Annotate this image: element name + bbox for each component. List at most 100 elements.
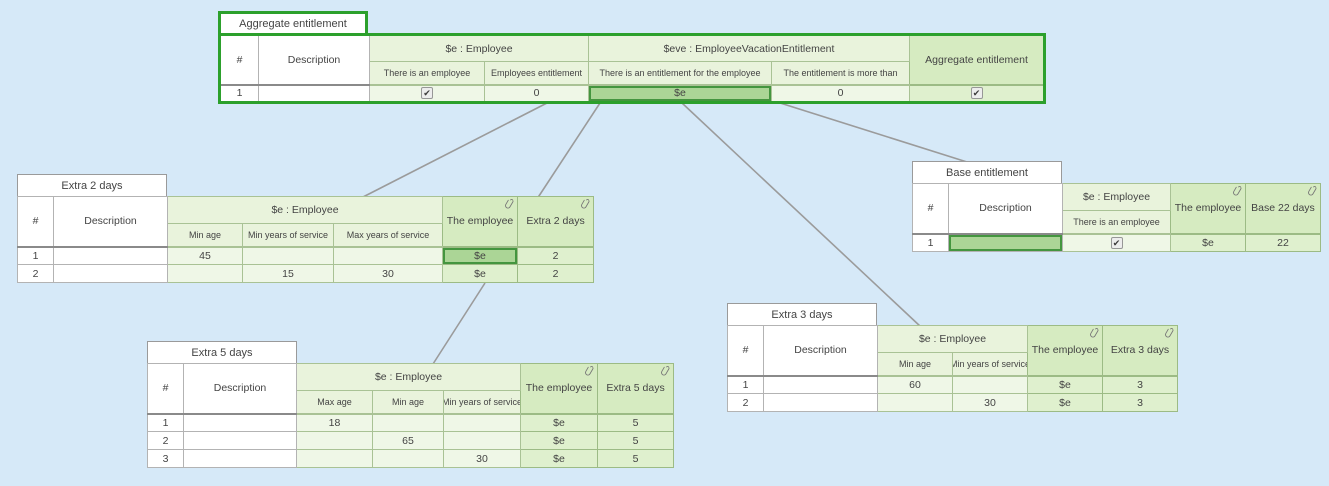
description-header[interactable]: Description <box>258 34 370 85</box>
paperclip-icon[interactable] <box>1164 328 1174 338</box>
value-cell[interactable]: 30 <box>442 449 522 468</box>
link-column-header[interactable]: Extra 3 days <box>1102 325 1178 376</box>
description-header[interactable]: Description <box>763 325 878 376</box>
value-cell[interactable]: ✔ <box>909 83 1046 103</box>
condition-header[interactable]: Min age <box>167 223 243 247</box>
table-tab[interactable]: Aggregate entitlement <box>218 11 368 33</box>
condition-header[interactable]: Min age <box>372 390 444 414</box>
value-cell[interactable]: $e <box>520 412 599 432</box>
link-column-header[interactable]: The employee <box>1027 325 1103 376</box>
description-cell[interactable] <box>183 431 297 450</box>
value-cell[interactable]: $e <box>1170 232 1246 252</box>
value-cell[interactable]: $e <box>1027 393 1103 412</box>
condition-header[interactable]: Min age <box>877 352 953 376</box>
description-cell[interactable] <box>53 245 168 265</box>
description-header[interactable]: Description <box>948 183 1063 234</box>
description-cell[interactable] <box>258 83 370 103</box>
paperclip-icon[interactable] <box>1232 186 1242 196</box>
value-cell[interactable]: 2 <box>517 264 595 283</box>
condition-header[interactable]: Max years of service <box>332 223 444 247</box>
table-tab[interactable]: Extra 3 days <box>727 303 877 325</box>
condition-header[interactable]: Max age <box>296 390 373 414</box>
value-cell[interactable] <box>442 431 522 450</box>
group-header[interactable]: $eve : EmployeeVacationEntitlement <box>587 34 911 62</box>
value-cell[interactable]: ✔ <box>1062 232 1171 252</box>
paperclip-icon[interactable] <box>504 199 514 209</box>
condition-header[interactable]: There is an employee <box>369 61 485 85</box>
value-cell[interactable] <box>167 264 243 283</box>
checkbox[interactable]: ✔ <box>1110 236 1123 249</box>
group-header[interactable]: $e : Employee <box>295 363 522 391</box>
link-column-header[interactable]: The employee <box>520 363 599 414</box>
row-number-header[interactable]: # <box>219 34 259 85</box>
paperclip-icon[interactable] <box>584 366 594 376</box>
value-cell[interactable]: 5 <box>597 431 675 450</box>
description-header[interactable]: Description <box>183 363 297 414</box>
group-header[interactable]: $e : Employee <box>877 325 1028 353</box>
value-cell[interactable]: 5 <box>597 449 675 468</box>
condition-header[interactable]: Min years of service <box>242 223 334 247</box>
table-tab[interactable]: Extra 2 days <box>17 174 167 196</box>
description-cell[interactable] <box>53 264 168 283</box>
link-column-header[interactable]: The employee <box>442 196 519 247</box>
condition-header[interactable]: There is an entitlement for the employee <box>588 61 772 85</box>
condition-header[interactable]: Min years of service <box>952 352 1028 376</box>
value-cell[interactable]: $e <box>520 431 599 450</box>
value-cell[interactable]: 15 <box>242 264 334 283</box>
value-cell[interactable] <box>332 245 444 265</box>
paperclip-icon[interactable] <box>1089 328 1099 338</box>
value-cell[interactable] <box>372 449 444 468</box>
link-column-header[interactable]: The employee <box>1170 183 1246 234</box>
table-tab[interactable]: Base entitlement <box>912 161 1062 183</box>
group-header[interactable]: $e : Employee <box>166 196 444 224</box>
value-cell[interactable]: 60 <box>877 374 953 394</box>
value-cell[interactable]: $e <box>442 264 519 283</box>
value-cell[interactable]: $e <box>520 449 599 468</box>
value-cell[interactable] <box>442 412 522 432</box>
link-column-header[interactable]: Base 22 days <box>1245 183 1321 234</box>
value-cell[interactable]: 18 <box>296 412 373 432</box>
value-cell[interactable] <box>877 393 953 412</box>
description-cell[interactable] <box>763 374 878 394</box>
value-cell[interactable]: 65 <box>372 431 444 450</box>
value-cell[interactable] <box>296 449 373 468</box>
value-cell[interactable] <box>296 431 373 450</box>
checkbox[interactable]: ✔ <box>421 87 433 100</box>
row-number-header[interactable]: # <box>912 183 949 234</box>
link-column-header[interactable]: Aggregate entitlement <box>909 34 1046 85</box>
link-column-header[interactable]: Extra 5 days <box>597 363 675 414</box>
paperclip-icon[interactable] <box>660 366 670 376</box>
value-cell[interactable] <box>952 374 1028 394</box>
value-cell[interactable]: 45 <box>167 245 243 265</box>
value-cell[interactable]: 30 <box>952 393 1028 412</box>
description-cell[interactable] <box>948 232 1063 252</box>
value-cell[interactable] <box>372 412 444 432</box>
checkbox[interactable]: ✔ <box>970 87 983 100</box>
description-cell[interactable] <box>763 393 878 412</box>
value-cell[interactable]: $e <box>588 83 772 103</box>
condition-header[interactable]: There is an employee <box>1062 210 1171 234</box>
value-cell[interactable]: $e <box>442 245 519 265</box>
condition-header[interactable]: Employees entitlement <box>484 61 589 85</box>
value-cell[interactable]: 0 <box>770 83 911 103</box>
value-cell[interactable]: 0 <box>484 83 589 103</box>
value-cell[interactable]: 22 <box>1245 232 1321 252</box>
description-cell[interactable] <box>183 412 297 432</box>
paperclip-icon[interactable] <box>1307 186 1317 196</box>
value-cell[interactable]: 2 <box>517 245 595 265</box>
row-number-header[interactable]: # <box>17 196 54 247</box>
value-cell[interactable]: 3 <box>1102 393 1178 412</box>
value-cell[interactable]: $e <box>1027 374 1103 394</box>
description-header[interactable]: Description <box>53 196 168 247</box>
group-header[interactable]: $e : Employee <box>1062 183 1171 211</box>
row-number-header[interactable]: # <box>147 363 184 414</box>
value-cell[interactable]: ✔ <box>369 83 485 103</box>
description-cell[interactable] <box>183 449 297 468</box>
value-cell[interactable]: 5 <box>597 412 675 432</box>
condition-header[interactable]: The entitlement is more than <box>770 61 911 85</box>
link-column-header[interactable]: Extra 2 days <box>517 196 595 247</box>
value-cell[interactable]: 30 <box>332 264 444 283</box>
group-header[interactable]: $e : Employee <box>369 34 589 62</box>
paperclip-icon[interactable] <box>580 199 590 209</box>
table-tab[interactable]: Extra 5 days <box>147 341 297 363</box>
